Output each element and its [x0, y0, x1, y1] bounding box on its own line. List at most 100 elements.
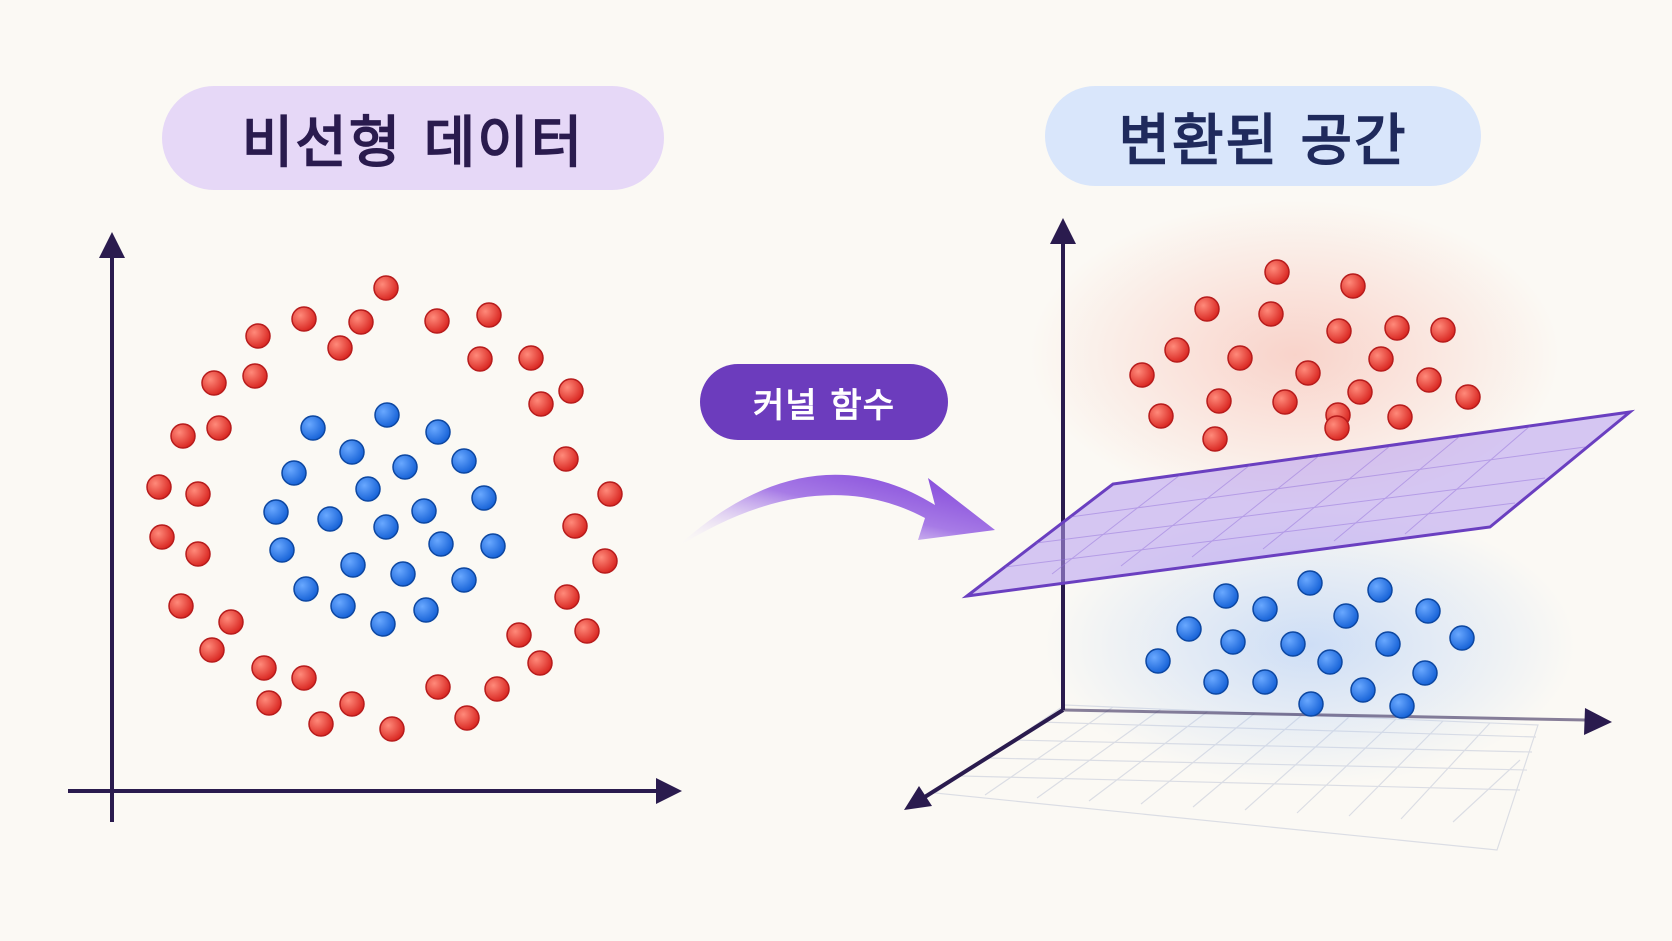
- blue-point: [317, 506, 343, 532]
- blue-point: [428, 531, 454, 557]
- red-point: [1324, 415, 1350, 441]
- red-point: [242, 363, 268, 389]
- red-point: [206, 415, 232, 441]
- red-point: [527, 650, 553, 676]
- blue-point: [413, 597, 439, 623]
- red-point: [562, 513, 588, 539]
- blue-point: [411, 498, 437, 524]
- right-arrow-icon: [656, 778, 682, 804]
- red-point: [1264, 259, 1290, 285]
- blue-point: [330, 593, 356, 619]
- red-point: [484, 676, 510, 702]
- left-axes: [68, 232, 682, 822]
- red-point: [379, 716, 405, 742]
- red-point: [1258, 301, 1284, 327]
- red-point: [1202, 426, 1228, 452]
- blue-point: [451, 448, 477, 474]
- blue-point: [480, 533, 506, 559]
- red-point: [1347, 379, 1373, 405]
- up-arrow-icon: [99, 232, 125, 258]
- blue-point: [1415, 598, 1441, 624]
- right-arrow-icon: [1584, 708, 1612, 735]
- red-point: [476, 302, 502, 328]
- right-3d-space: [904, 200, 1636, 851]
- diagonal-arrow-icon: [904, 786, 932, 810]
- blue-point: [1145, 648, 1171, 674]
- blue-point: [269, 537, 295, 563]
- kernel-function-label: 커널 함수: [700, 364, 948, 440]
- blue-point: [1317, 649, 1343, 675]
- blue-point: [1220, 629, 1246, 655]
- red-point: [1295, 360, 1321, 386]
- blue-point: [1280, 631, 1306, 657]
- red-point: [201, 370, 227, 396]
- blue-point: [1203, 669, 1229, 695]
- blue-point: [1367, 577, 1393, 603]
- red-point: [170, 423, 196, 449]
- left-outer-ring-points: [146, 275, 623, 742]
- left-inner-cluster-points: [263, 402, 506, 637]
- right-x-axis: [918, 708, 1065, 802]
- red-point: [574, 618, 600, 644]
- red-point: [1387, 404, 1413, 430]
- blue-point: [1252, 669, 1278, 695]
- right-y-axis: [1062, 708, 1587, 722]
- curved-arrow-icon: [676, 474, 995, 548]
- red-point: [373, 275, 399, 301]
- blue-point: [1389, 693, 1415, 719]
- red-point: [185, 481, 211, 507]
- red-point: [467, 346, 493, 372]
- blue-point: [1252, 596, 1278, 622]
- blue-point: [425, 419, 451, 445]
- red-point: [251, 655, 277, 681]
- red-point: [1430, 317, 1456, 343]
- red-point: [528, 391, 554, 417]
- blue-point: [451, 567, 477, 593]
- red-point: [339, 691, 365, 717]
- red-point: [1416, 367, 1442, 393]
- blue-point: [339, 439, 365, 465]
- red-point: [554, 584, 580, 610]
- kernel-transform-arrow: [676, 474, 995, 548]
- red-point: [454, 705, 480, 731]
- red-point: [327, 335, 353, 361]
- red-point: [1129, 362, 1155, 388]
- right-panel-title: 변환된 공간: [1045, 86, 1481, 186]
- blue-point: [1298, 691, 1324, 717]
- blue-point: [1412, 660, 1438, 686]
- red-point: [1455, 384, 1481, 410]
- red-point: [291, 665, 317, 691]
- red-point: [308, 711, 334, 737]
- red-point: [218, 609, 244, 635]
- blue-point: [281, 460, 307, 486]
- blue-point: [370, 611, 396, 637]
- hyperplane: [961, 409, 1636, 599]
- red-point: [1206, 388, 1232, 414]
- blue-point: [1297, 570, 1323, 596]
- upper-cluster-glow: [1030, 200, 1560, 510]
- blue-point: [471, 485, 497, 511]
- red-point: [597, 481, 623, 507]
- red-point: [168, 593, 194, 619]
- blue-point: [300, 415, 326, 441]
- red-point: [1194, 296, 1220, 322]
- blue-point: [1350, 677, 1376, 703]
- red-point: [424, 308, 450, 334]
- red-point: [1227, 345, 1253, 371]
- blue-point: [293, 576, 319, 602]
- red-point: [146, 474, 172, 500]
- red-point: [1148, 403, 1174, 429]
- red-point: [199, 637, 225, 663]
- red-point: [1368, 346, 1394, 372]
- red-point: [185, 541, 211, 567]
- upper-cluster-points: [1129, 259, 1481, 452]
- blue-point: [1375, 631, 1401, 657]
- lower-cluster-points: [1145, 570, 1475, 719]
- blue-point: [390, 561, 416, 587]
- blue-point: [1333, 603, 1359, 629]
- separating-plane: [961, 409, 1636, 599]
- blue-point: [340, 552, 366, 578]
- blue-point: [1176, 616, 1202, 642]
- blue-point: [373, 514, 399, 540]
